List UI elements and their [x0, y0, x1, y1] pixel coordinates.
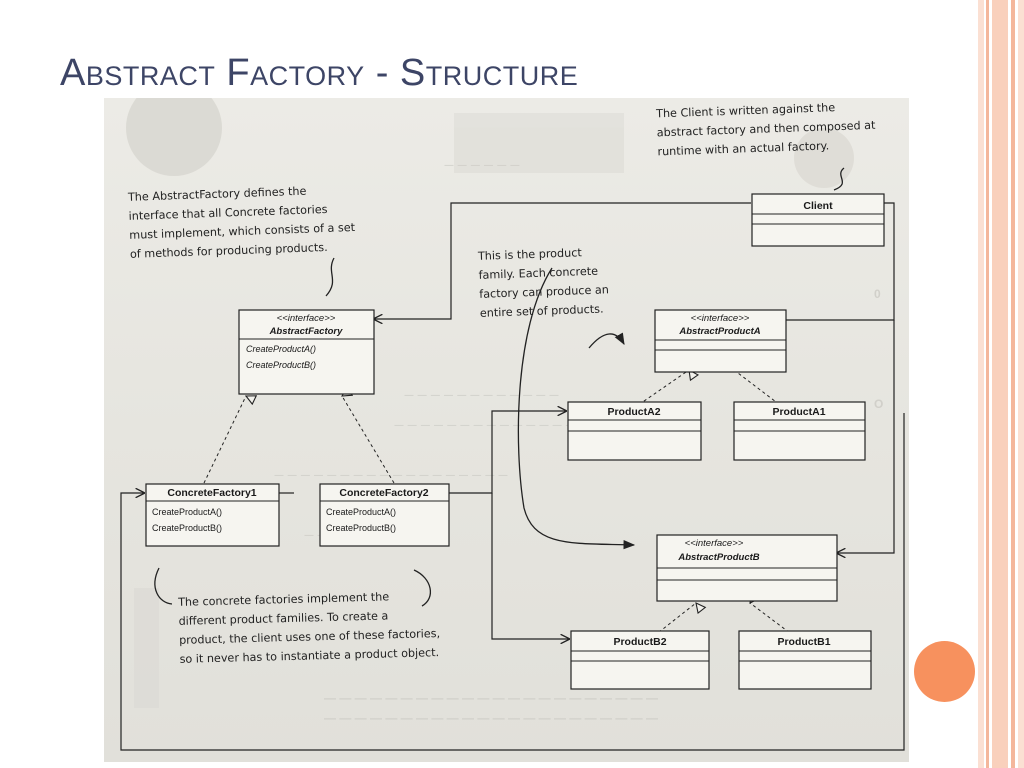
product-b1-name: ProductB1 [777, 636, 830, 648]
connectors [120, 202, 905, 751]
concrete-factories-note-line: so it never has to instantiate a product… [179, 646, 439, 666]
product-b2-name: ProductB2 [613, 636, 666, 648]
client-note-line: The Client is written against the [655, 101, 836, 120]
abstract-factory-note-line: must implement, which consists of a set [129, 221, 356, 242]
abstract-product-b-stereotype: <<interface>> [685, 538, 744, 549]
note-arrows [154, 167, 845, 607]
product-family-note-line: This is the product [477, 246, 583, 263]
decorative-stripe [978, 0, 984, 768]
client-class-box: Client [751, 193, 885, 247]
concrete-factory-1-op: CreateProductA() [152, 507, 222, 517]
abstract-product-a-box: <<interface>> AbstractProductA [654, 309, 787, 373]
concrete-factories-note: The concrete factories implement the dif… [177, 590, 440, 666]
product-a2-box: ProductA2 [567, 401, 702, 461]
client-note-line: runtime with an actual factory. [657, 139, 829, 158]
svg-text:O: O [874, 397, 883, 411]
decorative-stripe [992, 0, 1008, 768]
abstract-factory-note: The AbstractFactory defines the interfac… [127, 185, 356, 261]
concrete-factory-2-name: ConcreteFactory2 [339, 487, 428, 499]
product-family-note-line: entire set of products. [480, 303, 604, 320]
concrete-factories-note-line: The concrete factories implement the [177, 590, 389, 609]
svg-text:— — — — — — — — — — — — — —: — — — — — — — — — — — — — — [394, 420, 575, 431]
abstract-factory-stereotype: <<interface>> [277, 313, 336, 324]
uml-diagram-image: 0 O — — — — — — — — — — — — — — — — — — … [104, 98, 909, 762]
abstract-factory-note-line: of methods for producing products. [130, 241, 328, 261]
abstract-product-b-box: <<interface>> AbstractProductB [656, 534, 838, 602]
concrete-factory-1-box: ConcreteFactory1 CreateProductA() Create… [145, 483, 280, 547]
svg-text:— — — — — — — — — — — — — — —: — — — — — — — — — — — — — — — — — — — — … [324, 711, 658, 725]
slide-title: Abstract Factory - Structure [60, 52, 579, 94]
client-label: Client [803, 200, 833, 212]
abstract-product-b-name: AbstractProductB [677, 552, 759, 563]
concrete-factory-1-name: ConcreteFactory1 [167, 487, 256, 499]
product-a2-name: ProductA2 [607, 406, 660, 418]
abstract-factory-op: CreateProductB() [246, 360, 316, 370]
svg-text:0: 0 [874, 287, 881, 301]
concrete-factory-2-op: CreateProductB() [326, 523, 396, 533]
svg-text:— — — — — — — — — — — — — — —: — — — — — — — — — — — — — — — — — — — — … [324, 691, 658, 705]
product-family-note-line: factory can produce an [479, 283, 609, 301]
product-family-note: This is the product family. Each concret… [477, 246, 609, 320]
concrete-factory-2-op: CreateProductA() [326, 507, 396, 517]
svg-text:— — — — — — — — — — — —: — — — — — — — — — — — — [404, 390, 559, 401]
abstract-factory-note-line: The AbstractFactory defines the [127, 185, 307, 204]
abstract-factory-op: CreateProductA() [246, 344, 316, 354]
abstract-factory-box: <<interface>> AbstractFactory CreateProd… [238, 309, 375, 395]
product-b1-box: ProductB1 [738, 630, 872, 690]
decorative-stripe [1011, 0, 1015, 768]
decorative-stripe [986, 0, 989, 768]
svg-text:— — — — — — — — — — — — — — —: — — — — — — — — — — — — — — — — — — [274, 470, 508, 481]
abstract-factory-name: AbstractFactory [269, 326, 344, 337]
concrete-factory-1-op: CreateProductB() [152, 523, 222, 533]
accent-circle [914, 641, 975, 702]
abstract-product-a-stereotype: <<interface>> [691, 313, 750, 324]
product-b2-box: ProductB2 [570, 630, 710, 690]
svg-text:— — — — — —: — — — — — — [444, 160, 520, 171]
abstract-product-a-name: AbstractProductA [678, 326, 760, 337]
product-family-note-line: family. Each concrete [478, 265, 598, 282]
concrete-factories-note-line: product, the client uses one of these fa… [179, 627, 440, 647]
concrete-factories-note-line: different product families. To create a [178, 609, 388, 627]
concrete-factory-2-box: ConcreteFactory2 CreateProductA() Create… [319, 483, 450, 547]
product-a1-name: ProductA1 [772, 406, 825, 418]
product-a1-box: ProductA1 [733, 401, 866, 461]
abstract-factory-note-line: interface that all Concrete factories [128, 203, 327, 223]
decorative-stripe [1018, 0, 1024, 768]
